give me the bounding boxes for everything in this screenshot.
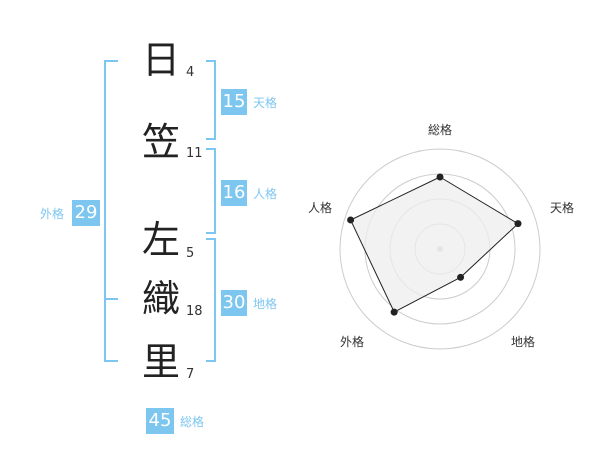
chikaku-badge: 30 (221, 290, 247, 316)
stroke-count-1: 4 (186, 65, 195, 80)
radar-axis-label-gaikaku: 外格 (340, 335, 365, 349)
jinkaku-bracket (206, 148, 216, 234)
name-char-2: 笠 (141, 120, 180, 164)
radar-axis-label-soukaku: 総格 (428, 123, 453, 137)
radar-ring (389, 198, 491, 300)
radar-series-polygon (349, 176, 519, 313)
radar-axis-label-jinkaku: 人格 (308, 201, 333, 215)
chikaku-label: 地格 (253, 297, 278, 311)
tenkaku-bracket (206, 60, 216, 140)
radar-point-4 (390, 308, 398, 316)
radar-axis-label-tenkaku: 天格 (550, 201, 575, 215)
stroke-count-2: 11 (186, 146, 203, 161)
radar-center-dot (437, 246, 443, 252)
jinkaku-label: 人格 (253, 187, 278, 201)
jinkaku-badge: 16 (221, 180, 247, 206)
soukaku-badge: 45 (146, 408, 174, 434)
radar-point-3 (457, 273, 465, 281)
radar-point-5 (347, 216, 355, 224)
name-char-1: 日 (141, 38, 180, 82)
tenkaku-badge: 15 (221, 89, 247, 115)
stroke-count-5: 7 (186, 367, 195, 382)
gaikaku-label: 外格 (40, 207, 65, 221)
gaikaku-bracket-tick (104, 298, 118, 300)
radar-ring (364, 173, 516, 325)
gaikaku-badge: 29 (72, 200, 100, 226)
soukaku-label: 総格 (180, 415, 205, 429)
gaikaku-bracket (104, 60, 118, 362)
stroke-count-4: 18 (186, 304, 203, 319)
name-char-4: 織 (141, 277, 180, 321)
radar-ring (414, 223, 466, 275)
name-char-5: 里 (141, 340, 180, 384)
stroke-count-3: 5 (186, 246, 195, 261)
radar-point-1 (436, 173, 444, 181)
radar-ring (339, 148, 541, 350)
tenkaku-label: 天格 (253, 96, 278, 110)
radar-axis-label-chikaku: 地格 (511, 335, 536, 349)
chikaku-bracket (206, 238, 216, 362)
radar-point-2 (514, 220, 522, 228)
name-char-3: 左 (141, 218, 180, 262)
